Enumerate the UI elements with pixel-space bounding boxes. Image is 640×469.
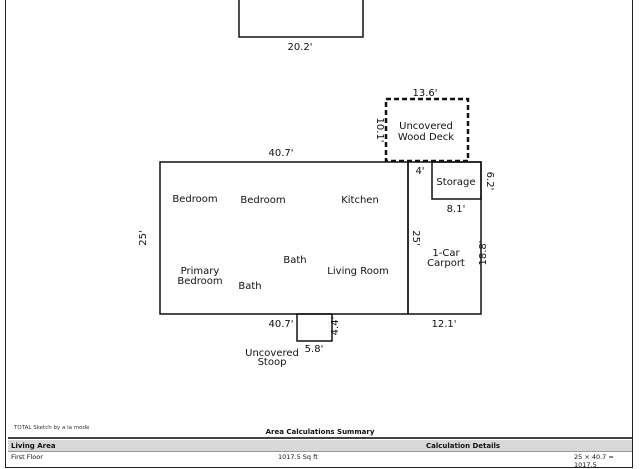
summary-header: Living Area Calculation Details	[8, 440, 632, 452]
stoop-outline	[296, 313, 333, 342]
upper-structure	[238, 0, 364, 38]
carport-label-line2: Carport	[427, 258, 465, 269]
dim-carport-inner-depth: 25'	[410, 230, 421, 245]
main-house-outline	[159, 161, 409, 315]
dim-house-bottom-width: 40.7'	[268, 319, 293, 330]
col-calc-details: Calculation Details	[426, 442, 501, 450]
dim-house-width: 40.7'	[268, 148, 293, 159]
room-living-room: Living Room	[327, 266, 388, 277]
deck-label-line2: Wood Deck	[398, 132, 454, 143]
room-bath-a: Bath	[283, 255, 306, 266]
summary-rule	[8, 437, 632, 439]
deck-label-line1: Uncovered	[399, 121, 453, 132]
storage-label: Storage	[436, 177, 475, 188]
deck-outline	[384, 97, 470, 163]
room-kitchen: Kitchen	[341, 195, 379, 206]
dim-carport-depth: 18.8'	[478, 240, 489, 265]
dim-deck-depth: 10.1'	[374, 117, 385, 142]
sketch-credit: TOTAL Sketch by a la mode	[14, 425, 90, 431]
dim-house-depth: 25'	[138, 230, 149, 245]
summary-title: Area Calculations Summary	[265, 428, 375, 436]
col-living-area: Living Area	[11, 442, 56, 450]
row-area: 1017.5 Sq ft	[278, 453, 318, 461]
dim-carport-width: 12.1'	[431, 319, 456, 330]
room-bath-b: Bath	[238, 281, 261, 292]
room-primary-line1: Primary	[181, 266, 220, 277]
row-calc: 25 × 40.7 = 1017.5	[574, 453, 614, 469]
stoop-label-line1: Uncovered	[245, 348, 299, 359]
dim-stoop-width: 5.8'	[305, 344, 324, 355]
floor-plan: 20.2' 13.6' 10.1' Uncovered Wood Deck 40…	[138, 0, 495, 368]
dim-deck-width: 13.6'	[412, 88, 437, 99]
room-bedroom-b: Bedroom	[240, 195, 285, 206]
dim-storage-gap: 4'	[415, 166, 424, 177]
dim-storage-depth: 6.2'	[484, 172, 495, 191]
dim-top-width: 20.2'	[287, 42, 312, 53]
storage-outline	[431, 161, 482, 200]
room-bedroom-a: Bedroom	[172, 194, 217, 205]
stoop-label-line2: Stoop	[258, 357, 287, 368]
dim-stoop-depth: 4.4'	[330, 317, 341, 336]
carport-label-line1: 1-Car	[432, 248, 460, 259]
room-primary-line2: Bedroom	[177, 276, 222, 287]
row-name: First Floor	[11, 453, 43, 461]
dim-storage-width: 8.1'	[447, 204, 466, 215]
